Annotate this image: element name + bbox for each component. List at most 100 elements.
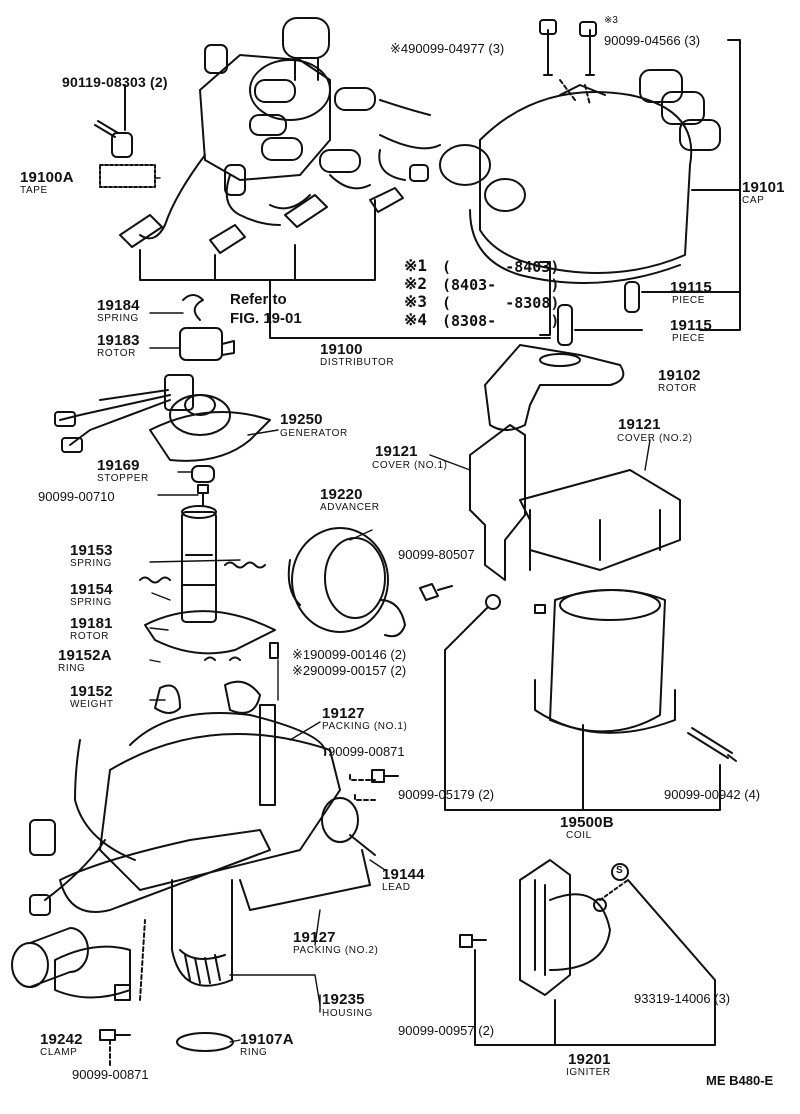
tape-drawing [99,164,156,188]
note-range-4: (8308- ) [442,312,560,330]
note-mark-4: ※4 [404,310,428,329]
part-number-93319-14006: 93319-14006 (3) [634,991,731,1006]
rotor-19183-drawing [179,294,235,361]
part-number-19220: 19220 [320,486,363,503]
part-name-cap: CAP [742,195,765,206]
part-name-housing: HOUSING [322,1008,373,1019]
note-range-3: ( -8308) [442,294,560,312]
distributor-leader-lines [139,199,551,339]
clamp-leader-lines [109,919,146,1066]
clamp-drawing [11,927,131,1041]
part-name-cover-no1: COVER (NO.1) [372,460,448,471]
part-number-19500b: 19500B [560,814,614,831]
part-number-19127-no2: 19127 [293,929,336,946]
part-number-90099-80507: 90099-80507 [398,547,475,562]
refer-text-line2: FIG. 19-01 [230,310,302,327]
part-number-19127-no1: 19127 [322,705,365,722]
note-mark-3: ※3 [404,292,428,311]
refer-text-line1: Refer to [230,291,287,308]
part-number-19107a: 19107A [240,1031,294,1048]
igniter-dash [599,879,629,901]
cover-no1-drawing [469,424,526,581]
advancer-drawing [287,527,453,638]
part-number-19235: 19235 [322,991,365,1008]
igniter-leader-lines [474,879,716,1046]
part-number-19154: 19154 [70,581,113,598]
cap-leader-lines [574,39,741,331]
part-name-advancer: ADVANCER [320,502,380,513]
part-name-piece-a: PIECE [672,295,706,306]
part-number-290099-00157: ※290099-00157 (2) [292,663,407,678]
part-number-190099-00146: ※190099-00146 (2) [292,647,407,662]
notes-bracket [539,261,551,336]
part-name-clamp: CLAMP [40,1047,78,1058]
note-mark-1: ※1 [404,256,428,275]
part-number-90099-00871-b: 90099-00871 [72,1067,149,1082]
part-name-generator: GENERATOR [280,428,348,439]
part-number-19250: 19250 [280,411,323,428]
screw-00942-drawing [687,727,737,762]
part-number-19121-no2: 19121 [618,416,661,433]
part-number-90119-08303: 90119-08303 (2) [62,74,168,90]
part-name-distributor: DISTRIBUTOR [320,357,395,368]
part-name-igniter: IGNITER [566,1067,611,1078]
screw-90119-drawing [94,84,133,158]
part-number-490099-04977: ※490099-04977 (3) [390,41,505,56]
part-number-19100a: 19100A [20,169,74,186]
packing-no2-drawing [239,849,371,911]
part-name-weight: WEIGHT [70,699,114,710]
part-name-lead: LEAD [382,882,411,893]
lead-drawing [321,797,376,856]
part-name-tape: TAPE [20,185,48,196]
part-number-90099-00710: 90099-00710 [38,489,115,504]
part-name-piece-b: PIECE [672,333,706,344]
part-name-packing-no2: PACKING (NO.2) [293,945,379,956]
housing-drawing [29,704,341,1052]
igniter-drawing [459,859,629,996]
part-number-19115-a: 19115 [670,279,712,296]
note-mark-3-top: ※3 [604,15,618,26]
part-number-19100: 19100 [320,341,363,358]
part-name-stopper: STOPPER [97,473,149,484]
part-number-19115-b: 19115 [670,317,712,334]
label-leader-lines [149,177,651,1043]
part-number-90099-00957: 90099-00957 (2) [398,1023,495,1038]
generator-drawing [54,374,271,462]
note-range-1: ( -8403) [442,258,560,276]
part-number-19242: 19242 [40,1031,83,1048]
note-mark-2: ※2 [404,274,428,293]
part-number-19181: 19181 [70,615,113,632]
part-number-19152a: 19152A [58,647,112,664]
screw-00710-drawing [197,484,209,506]
part-number-19169: 19169 [97,457,140,474]
rotor-19102-drawing [484,344,625,431]
piece-drawing-1 [624,281,640,313]
figure-code: ME B480-E [706,1073,774,1088]
part-name-ring-19107a: RING [240,1047,268,1058]
part-name-packing-no1: PACKING (NO.1) [322,721,408,732]
part-number-90099-04566: 90099-04566 (3) [604,33,701,48]
part-name-spring-19153: SPRING [70,558,112,569]
shaft-governor-drawing [139,505,279,714]
part-name-rotor-19183: ROTOR [97,348,136,359]
piece-drawing-2 [557,304,573,346]
part-number-19184: 19184 [97,297,140,314]
part-number-19153: 19153 [70,542,113,559]
part-name-rotor-19102: ROTOR [658,383,697,394]
note-range-2: (8403- ) [442,276,560,294]
part-name-rotor-19181: ROTOR [70,631,109,642]
cover-no2-drawing [519,469,681,571]
coil-leader-lines [444,607,721,811]
coil-drawing [485,589,676,734]
part-number-19152: 19152 [70,683,113,700]
lead-leader-lines [349,774,376,801]
part-number-19101: 19101 [742,179,785,196]
part-name-spring-19184: SPRING [97,313,139,324]
part-number-90099-00942: 90099-00942 (4) [664,787,761,802]
stopper-drawing [191,465,215,483]
part-name-coil: COIL [566,830,592,841]
part-name-ring-19152a: RING [58,663,86,674]
part-number-19201: 19201 [568,1051,611,1068]
part-number-19144: 19144 [382,866,425,883]
s-marker: S [616,865,623,876]
